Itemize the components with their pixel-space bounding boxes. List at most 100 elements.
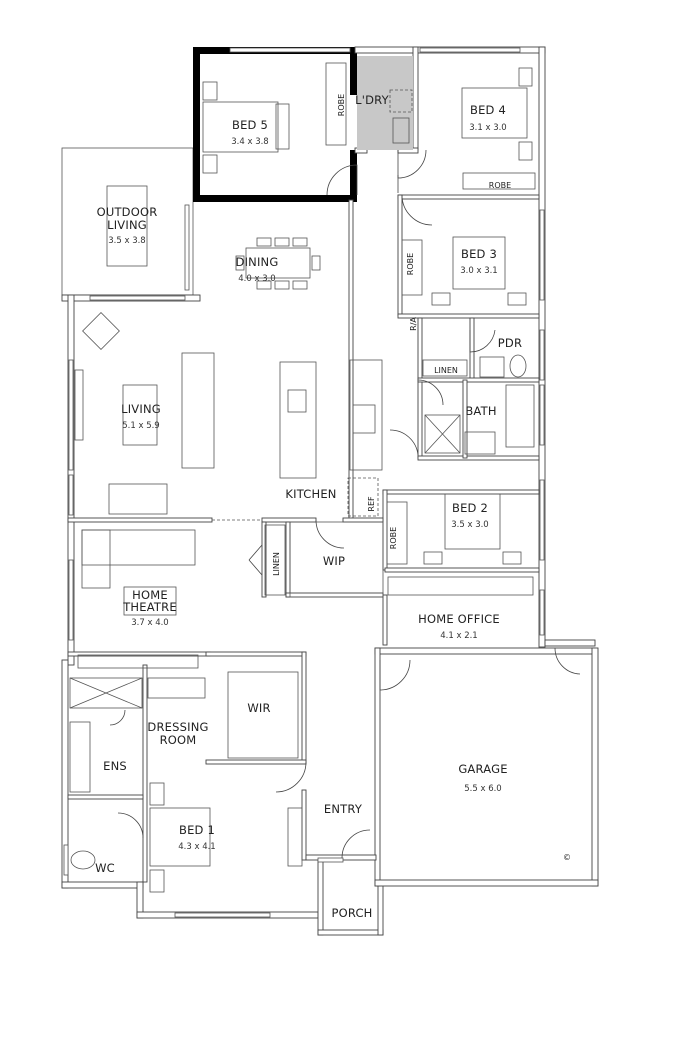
wall [342, 517, 384, 523]
room-labels: OUTDOOR LIVING 3.5 x 3.8 BED 5 3.4 x 3.8… [95, 93, 571, 920]
chair [235, 255, 245, 271]
ref-label: REF [367, 496, 376, 512]
office-desk [387, 576, 534, 596]
room-label-dining: DINING [236, 255, 279, 269]
chair [256, 280, 272, 290]
shower [424, 414, 461, 454]
room-label-bed1: BED 1 [179, 823, 215, 837]
wall [61, 881, 144, 889]
bedside-table [507, 292, 527, 306]
return-air-label: R/A [409, 317, 418, 331]
room-dims-outdoor-living: 3.5 x 3.8 [108, 236, 145, 246]
copyright-mark: © [563, 853, 571, 862]
robe [401, 239, 423, 296]
wall [205, 759, 307, 765]
dresser [275, 103, 290, 150]
home-theatre-label-box [123, 586, 177, 616]
door-swing [397, 149, 427, 179]
wall [301, 651, 307, 763]
room-label-wir: WIR [247, 701, 270, 715]
bed [452, 236, 506, 290]
room-label-bed2-robe: ROBE [389, 527, 398, 549]
wall [67, 517, 213, 523]
door-swing [417, 379, 444, 406]
tv-unit [77, 654, 199, 669]
window [539, 479, 545, 561]
door-swing [117, 812, 144, 839]
bed [202, 101, 279, 153]
door-swing [326, 164, 358, 196]
window [68, 559, 74, 641]
wall [67, 794, 144, 800]
toilet [509, 354, 527, 378]
bedside-table [431, 292, 451, 306]
wall [382, 594, 388, 646]
room-label-bed3: BED 3 [461, 247, 497, 261]
chair [274, 237, 290, 247]
robe [462, 172, 536, 190]
room-label-home-office: HOME OFFICE [418, 612, 500, 626]
wall [417, 455, 540, 461]
door-swing [397, 175, 433, 226]
chair [274, 280, 290, 290]
window [317, 857, 344, 863]
window [419, 47, 521, 53]
door-swing [248, 544, 263, 576]
window [174, 912, 271, 918]
robe [386, 501, 408, 565]
bedside-table [518, 67, 533, 87]
wall [374, 879, 599, 887]
window [68, 359, 74, 471]
wall [261, 517, 317, 523]
walls [61, 46, 599, 936]
wip-shelving [289, 521, 384, 598]
room-label-bed2: BED 2 [452, 501, 488, 515]
window [539, 384, 545, 446]
wall [350, 150, 357, 202]
shower-cross [69, 414, 461, 709]
door-swing [389, 429, 419, 456]
door-swing [554, 647, 581, 675]
outdoor-table [106, 185, 148, 267]
chair [292, 237, 308, 247]
wall [193, 47, 200, 202]
wall [417, 377, 540, 383]
window [89, 295, 186, 301]
wall [301, 789, 307, 861]
theatre-sofa [81, 529, 196, 566]
dressing-bench [147, 677, 206, 699]
washer-space [389, 89, 413, 113]
bedside-table [423, 551, 443, 565]
bedside-table [202, 154, 218, 174]
room-dims-bed2: 3.5 x 3.0 [451, 520, 488, 530]
window [539, 209, 545, 301]
room-dims-bed4: 3.1 x 3.0 [469, 123, 506, 133]
room-dims-home-office: 4.1 x 2.1 [440, 631, 477, 641]
window [539, 589, 545, 636]
bedside-table [149, 869, 165, 893]
toilet [70, 850, 96, 870]
room-label-home-theatre-2: THEATRE [122, 600, 177, 614]
room-label-laundry: L'DRY [355, 93, 389, 107]
wall [350, 47, 357, 95]
bedside-table [502, 551, 522, 565]
wall [142, 664, 148, 883]
room-label-living: LIVING [121, 402, 161, 416]
chair [292, 280, 308, 290]
door-swing [275, 761, 307, 793]
coffee-table [122, 384, 158, 446]
wall [67, 651, 211, 657]
room-label-garage: GARAGE [458, 762, 507, 776]
robe [325, 62, 347, 146]
wall [469, 317, 475, 381]
wall [397, 194, 403, 316]
room-label-bed4-robe: ROBE [489, 181, 511, 190]
tv-unit [74, 369, 84, 441]
kitchen-bench [349, 359, 383, 471]
linen-cupboard [422, 359, 468, 377]
room-label-outdoor-living-2: LIVING [107, 218, 147, 232]
sofa [108, 483, 168, 515]
laundry-highlight [357, 56, 413, 150]
chair [311, 255, 321, 271]
